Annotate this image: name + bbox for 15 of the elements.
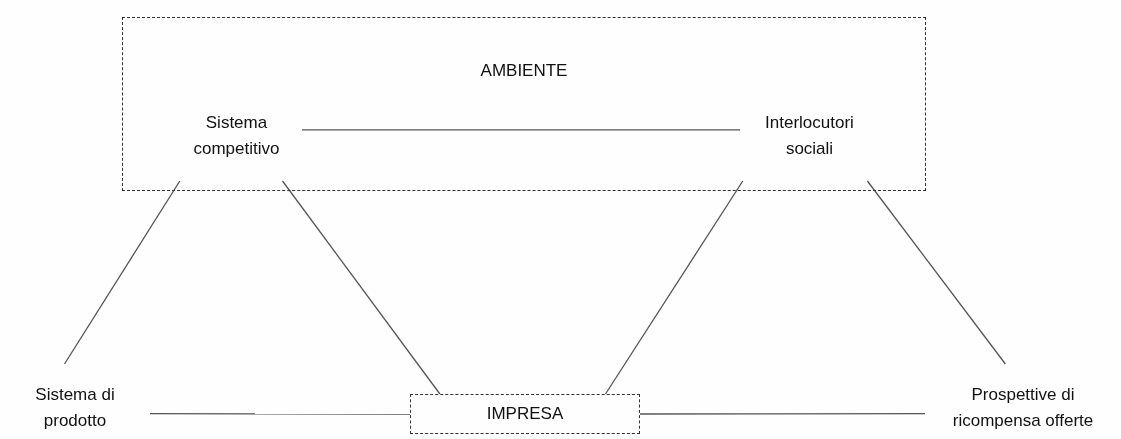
connector-line	[149, 413, 411, 415]
box-label: IMPRESA	[486, 403, 564, 425]
connector-line	[301, 129, 741, 131]
node-label: Prospettive di ricompensa offerte	[951, 384, 1095, 432]
connector-line	[604, 180, 744, 395]
frame-title: AMBIENTE	[480, 60, 568, 82]
node-label: Interlocutori sociali	[764, 111, 855, 160]
node-label: Sistema competitivo	[192, 111, 281, 160]
node-label: Sistema di prodotto	[34, 384, 116, 432]
connector-line	[281, 180, 441, 395]
connector-line	[63, 180, 181, 365]
dashed-frame	[122, 17, 926, 191]
dashed-box	[410, 394, 640, 434]
connector-line	[866, 180, 1006, 365]
connector-line	[639, 413, 926, 415]
